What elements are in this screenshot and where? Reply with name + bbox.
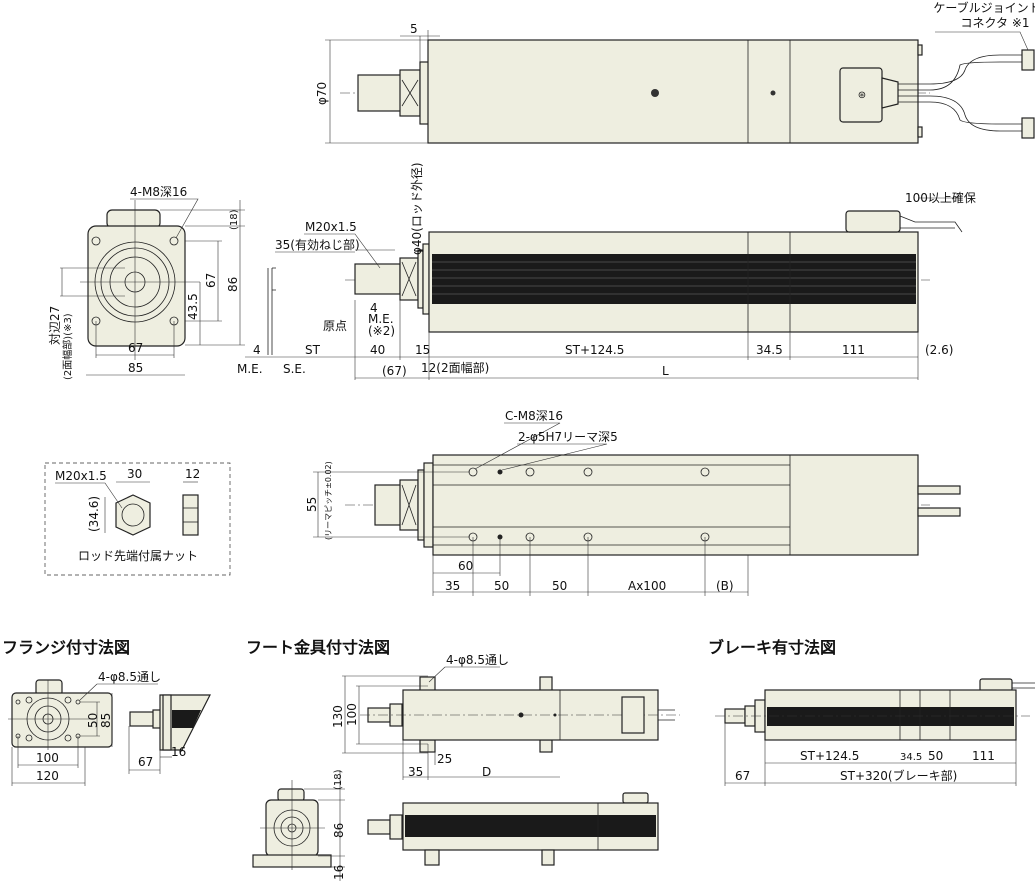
me-label: M.E. xyxy=(368,312,394,326)
width-across-note: (2面幅部)(※3) xyxy=(61,313,74,380)
dim-60: 60 xyxy=(458,559,473,573)
reamer-pitch-label: (リーマピッチ±0.02) xyxy=(324,461,333,540)
connector-label-2: コネクタ ※1 xyxy=(960,16,1029,30)
rod xyxy=(357,74,403,112)
me-end-label: M.E. xyxy=(237,362,263,376)
dim-50: 50 xyxy=(86,713,100,728)
dim-L: L xyxy=(662,364,669,378)
cable-clearance-label: 100以上確保 xyxy=(905,190,976,205)
dim-50: 50 xyxy=(552,579,567,593)
dim-111: 111 xyxy=(842,343,865,357)
dim-st-320: ST+320(ブレーキ部) xyxy=(840,768,957,783)
dim-15: 15 xyxy=(415,343,430,357)
connector-plate xyxy=(621,696,645,734)
brake-title: ブレーキ有寸法図 xyxy=(708,638,836,657)
rod-nut-detail: M20x1.5 30 12 (34.6) ロッド先端付属ナット xyxy=(44,462,231,576)
se-end-label: S.E. xyxy=(283,362,306,376)
dim-st: ST xyxy=(305,343,321,357)
cable-joint-connector xyxy=(1021,117,1035,139)
nut-caption: ロッド先端付属ナット xyxy=(78,549,198,563)
top-view: ⊛ ケーブルジョイント コネクタ ※1 5 φ70 xyxy=(315,0,1035,144)
dim-67-vertical: 67 xyxy=(204,273,218,288)
body xyxy=(432,454,919,556)
dim-ax100: Ax100 xyxy=(628,579,666,593)
rod-diameter-label: φ40(ロッド外径) xyxy=(410,162,424,255)
dim-34-5: 34.5 xyxy=(900,752,922,763)
dim-16: 16 xyxy=(171,745,186,759)
origin-label: 原点 xyxy=(323,319,347,333)
dim-st-124-5: ST+124.5 xyxy=(565,343,624,357)
dim-67: 67 xyxy=(735,769,750,783)
dim-86: 86 xyxy=(226,277,240,292)
connector-label: ケーブルジョイント xyxy=(933,0,1035,15)
brake-drawing: ブレーキ有寸法図 ST+124.5 34.5 50 111 67 ST+320(… xyxy=(708,638,1035,786)
dim-35: 35 xyxy=(445,579,460,593)
dim-34-5: 34.5 xyxy=(756,343,783,357)
nut-dim-30: 30 xyxy=(127,467,142,481)
dim-st-124-5: ST+124.5 xyxy=(800,749,859,763)
flange-holes-label: 4-φ8.5通し xyxy=(98,670,161,684)
dim-120: 120 xyxy=(36,769,59,783)
foot-holes-label: 4-φ8.5通し xyxy=(446,653,509,667)
dim-55: 55 xyxy=(305,497,319,512)
side-view: 100以上確保 M20x1.5 35(有効ねじ部) φ40(ロッド外径) 原点 … xyxy=(237,162,976,380)
dim-2-6: (2.6) xyxy=(925,343,953,357)
nut-thread-label: M20x1.5 xyxy=(55,469,107,483)
dim-111: 111 xyxy=(972,749,995,763)
dim-86: 86 xyxy=(332,823,346,838)
dim-40: 40 xyxy=(370,343,385,357)
dim-4: 4 xyxy=(253,343,261,357)
end-plate xyxy=(87,225,186,347)
rod xyxy=(354,263,401,295)
me-4-label: 4 xyxy=(370,301,378,315)
dim-D: D xyxy=(482,765,491,779)
dim-phi70: φ70 xyxy=(315,82,329,105)
dim-16: 16 xyxy=(332,865,346,880)
nut-dim-34-6: (34.6) xyxy=(87,496,101,532)
dim-67: (67) xyxy=(382,364,407,378)
dim-25: 25 xyxy=(437,752,452,766)
dim-50: 50 xyxy=(494,579,509,593)
dim-43-5: 43.5 xyxy=(186,293,200,320)
end-view: 4-M8深16 43.5 67 86 (18) 67 85 対辺27 (2面幅部… xyxy=(48,185,245,380)
flange-title: フランジ付寸法図 xyxy=(2,638,130,657)
profile-grooves xyxy=(432,254,916,304)
bottom-view: C-M8深16 2-φ5H7リーマ深5 55 (リーマピッチ±0.02) 60 … xyxy=(305,409,961,596)
width-across-label: 対辺27 xyxy=(48,306,62,345)
dim-12: 12(2面幅部) xyxy=(421,360,489,375)
dim-18: (18) xyxy=(229,209,240,230)
dim-85: 85 xyxy=(99,713,113,728)
tap-label: 4-M8深16 xyxy=(130,185,187,199)
tap-label: C-M8深16 xyxy=(505,409,563,423)
dim-b: (B) xyxy=(716,579,734,593)
connector-box xyxy=(845,210,901,233)
thread-label: M20x1.5 xyxy=(305,220,357,234)
logo-icon: ⊛ xyxy=(858,90,866,101)
dim-100: 100 xyxy=(345,703,359,726)
foot-drawing: フート金具付寸法図 4-φ8.5通し 130 100 25 35 D (18) … xyxy=(246,638,680,881)
dim-50: 50 xyxy=(928,749,943,763)
dim-5: 5 xyxy=(410,22,418,36)
dim-18: (18) xyxy=(333,769,344,790)
flange-drawing: フランジ付寸法図 4-φ8.5通し 50 85 100 120 67 16 xyxy=(2,638,211,786)
foot-title: フート金具付寸法図 xyxy=(246,638,390,657)
cable-joint-connector xyxy=(1021,49,1035,71)
dim-67: 67 xyxy=(138,755,153,769)
dim-100: 100 xyxy=(36,751,59,765)
dim-35: 35 xyxy=(408,765,423,779)
dim-85: 85 xyxy=(128,361,143,375)
nut-dim-12: 12 xyxy=(185,467,200,481)
dim-67-horizontal: 67 xyxy=(128,341,143,355)
thread-length-label: 35(有効ねじ部) xyxy=(275,237,360,252)
body xyxy=(427,39,919,144)
dim-130: 130 xyxy=(331,705,345,728)
me-note: (※2) xyxy=(368,324,395,338)
screw-icon xyxy=(651,89,659,97)
pin-label: 2-φ5H7リーマ深5 xyxy=(518,430,618,444)
